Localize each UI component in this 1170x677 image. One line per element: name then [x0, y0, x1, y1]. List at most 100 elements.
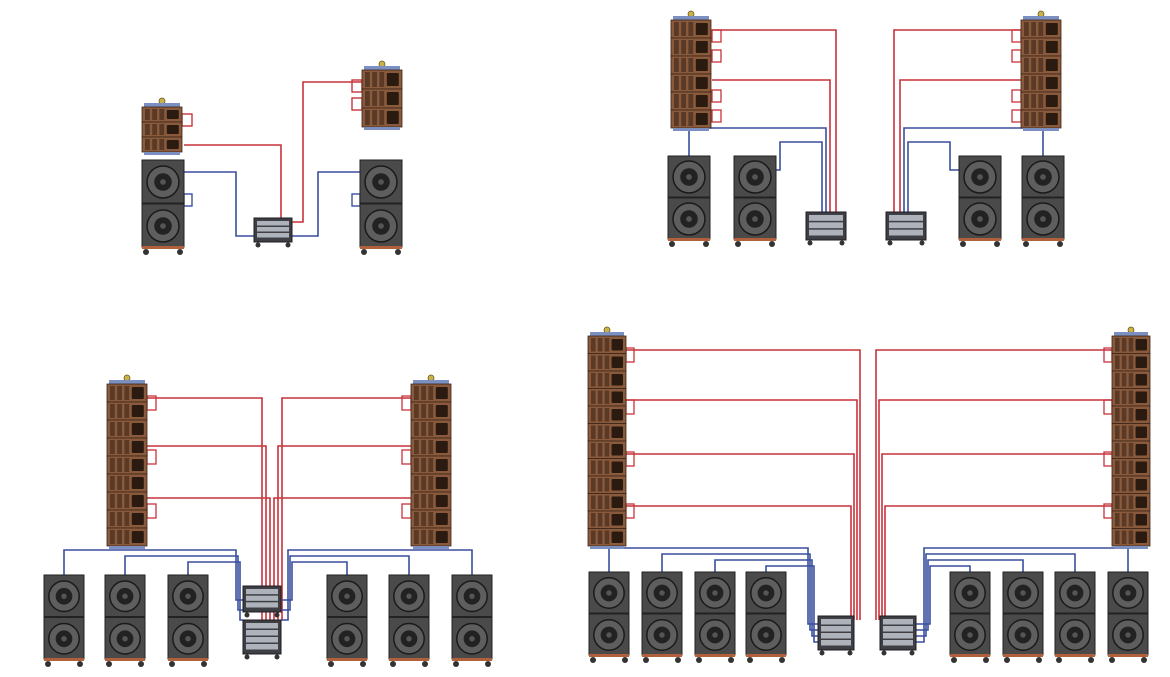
driver-slot [117, 530, 122, 544]
speaker-cable [273, 497, 411, 620]
caster-wheel-icon [244, 654, 250, 660]
driver-slot [1121, 513, 1127, 527]
speaker-cable [626, 399, 858, 620]
bottom-frame [144, 152, 180, 155]
driver-slot [597, 443, 603, 457]
dust-cap [469, 636, 475, 642]
line-array-module [410, 527, 452, 547]
horn-icon [611, 444, 623, 456]
horn-icon [386, 73, 399, 86]
driver-slot [110, 476, 115, 490]
line-array-module [106, 419, 148, 439]
driver-slot [591, 338, 596, 352]
dust-cap [344, 636, 350, 642]
line-array-module [1020, 73, 1062, 93]
line-array-module [587, 353, 627, 372]
base-strip [642, 654, 682, 657]
caster-wheel-icon [1036, 657, 1042, 663]
fly-frame [144, 103, 180, 107]
caster-wheel-icon [643, 657, 649, 663]
driver-slot [597, 338, 603, 352]
driver-slot [117, 512, 122, 526]
driver-slot [1121, 460, 1127, 474]
horn-icon [131, 459, 144, 471]
dust-cap [1020, 632, 1026, 638]
dust-cap [344, 593, 350, 599]
driver-slot [1115, 513, 1120, 527]
driver-slot [379, 91, 385, 106]
line-array-module [106, 491, 148, 511]
horn-icon [131, 423, 144, 435]
horn-icon [1135, 514, 1147, 526]
driver-slot [145, 124, 150, 135]
amplifier-unit [246, 623, 278, 629]
base-strip [105, 658, 145, 661]
driver-slot [1121, 425, 1127, 439]
driver-slot [597, 460, 603, 474]
line-array-module [1111, 388, 1151, 407]
line-array-module [106, 437, 148, 457]
caster-wheel-icon [669, 241, 675, 247]
driver-slot [117, 422, 122, 436]
driver-slot [159, 109, 165, 120]
speaker-cable [916, 553, 1076, 637]
link-cable [146, 503, 157, 519]
link-cable [1011, 89, 1022, 103]
dust-cap [686, 174, 692, 180]
driver-slot [145, 139, 150, 150]
horn-icon [1135, 339, 1147, 351]
driver-slot [674, 40, 679, 54]
line-array-module [1111, 528, 1151, 547]
driver-slot [110, 512, 115, 526]
driver-slot [674, 22, 679, 36]
link-cable [181, 113, 193, 127]
driver-slot [428, 422, 434, 436]
config-large-right-array [410, 374, 452, 549]
caster-wheel-icon [390, 661, 396, 667]
config-xlarge-sub-4 [745, 571, 787, 663]
horn-icon [695, 59, 708, 71]
driver-slot [688, 22, 694, 36]
line-array-module [410, 491, 452, 511]
speaker-cable [875, 349, 1112, 620]
dust-cap [967, 632, 973, 638]
horn-icon [1135, 409, 1147, 421]
config-xlarge-sub-6 [1002, 571, 1044, 663]
driver-slot [1128, 390, 1134, 404]
caster-wheel-icon [887, 240, 893, 246]
driver-slot [591, 530, 596, 544]
line-array-module [106, 527, 148, 547]
speaker-cable [187, 561, 243, 621]
dust-cap [712, 590, 718, 596]
config-large-sub-5 [388, 574, 430, 667]
driver-slot [1031, 40, 1036, 54]
driver-slot [591, 373, 596, 387]
line-array-module [1020, 109, 1062, 129]
config-xlarge-sub-7 [1054, 571, 1096, 663]
horn-icon [1135, 426, 1147, 438]
caster-wheel-icon [244, 612, 250, 618]
driver-slot [421, 494, 426, 508]
amplifier-unit [883, 633, 913, 639]
dust-cap [406, 636, 412, 642]
caster-wheel-icon [360, 661, 366, 667]
line-array-module [106, 473, 148, 493]
driver-slot [414, 440, 419, 454]
horn-icon [611, 409, 623, 421]
fly-frame [590, 332, 624, 336]
config-large-sub-4 [326, 574, 368, 667]
speaker-cable [712, 79, 831, 218]
caster-wheel-icon [819, 650, 825, 656]
driver-slot [110, 422, 115, 436]
config-medium-sub-3 [958, 155, 1002, 247]
horn-icon [166, 140, 179, 149]
horn-icon [131, 387, 144, 399]
driver-slot [1128, 513, 1134, 527]
caster-wheel-icon [77, 661, 83, 667]
dust-cap [1040, 216, 1046, 222]
driver-slot [688, 58, 694, 72]
link-cable [351, 193, 361, 207]
horn-icon [1045, 77, 1058, 89]
driver-slot [1115, 460, 1120, 474]
fly-frame [1023, 16, 1059, 20]
